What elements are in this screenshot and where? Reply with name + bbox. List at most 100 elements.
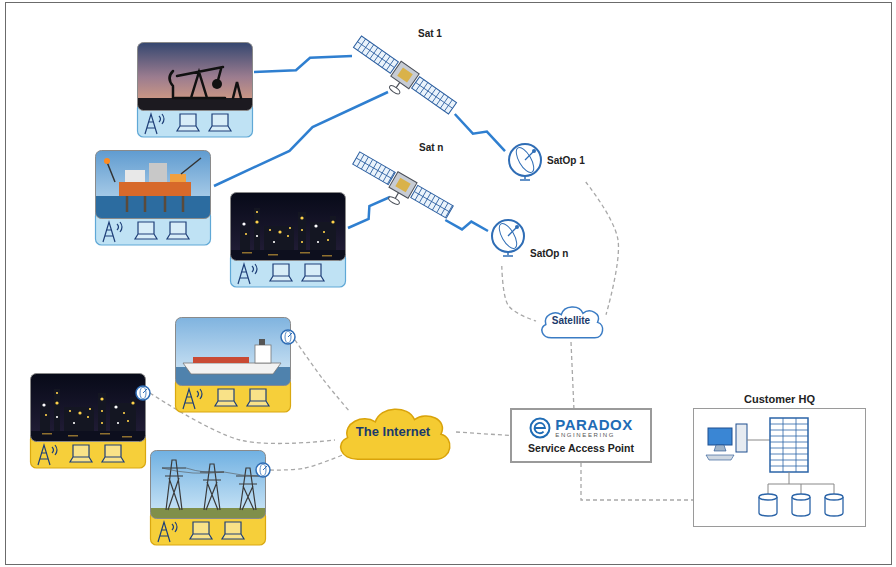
database-top [792,494,810,500]
lan-cable [747,440,770,441]
power-wire [162,468,260,476]
antenna-icon [38,445,57,465]
dish-feed [508,227,517,236]
site-picture [175,317,295,412]
plant-light [131,401,134,404]
laptop-icon [302,264,324,281]
pc-tower [736,424,747,452]
plant-light [78,411,81,414]
database-top [825,494,843,500]
antenna-icon [145,114,164,134]
ground [138,98,253,111]
light-reflection [300,252,310,254]
hq-frame [693,408,866,527]
dish-feed [525,151,534,160]
dish-bowl [260,464,266,476]
counterweight [212,79,222,89]
cloud-label: The Internet [355,425,431,439]
laptop-icon [247,389,269,406]
solar-panel [353,152,396,185]
plant-light [101,422,103,424]
pumpjack [170,67,242,98]
satellite-symbol [345,26,467,114]
cloud-shape [341,409,450,459]
water [231,250,346,261]
access-point-box: PARADOXENGINEERINGService Access Point [510,408,652,463]
site-photo [138,43,253,111]
satellite-label: Sat 1 [418,28,442,40]
photo-frame [231,193,346,261]
plant-light [323,231,325,233]
dish-symbol [256,463,270,477]
plant-light [314,224,317,227]
plant-light [55,401,58,404]
bridge [255,345,271,363]
satellite-antenna-mast [396,82,400,88]
laptop-icon [135,222,157,239]
plant-tower [298,212,306,250]
plant-light [100,397,103,400]
dish-pedestal [520,174,530,180]
plant-tower [264,226,294,250]
photo-frame [31,374,146,442]
logo: PARADOXENGINEERING [529,417,632,439]
light-reflection [122,436,132,438]
laptop-icon [70,445,92,462]
satellite-link [455,114,505,151]
solar-panel [412,77,457,114]
ground-station: SatOp n [488,216,580,266]
panel-cells [411,185,454,218]
plant-tower [254,208,260,250]
plant-tower [130,397,136,431]
radio-link [348,197,390,228]
deck-tanks [193,357,249,363]
sky [176,318,291,386]
panel-cells [353,152,396,185]
light-reflection [100,433,110,435]
solar-panel [411,185,454,218]
access-line [295,340,350,412]
crane [107,158,201,182]
plant-light [56,392,58,394]
logo-symbol [529,417,551,439]
dish-feed-head [515,225,519,229]
panel-cells [412,77,457,114]
dish-feed [143,389,147,393]
funnel [259,339,265,345]
plant-light [300,216,303,219]
ground-station: SatOp 1 [505,138,600,182]
access-line [270,454,345,470]
plant-light [256,211,258,213]
light-reflection [322,255,332,257]
dish [509,144,541,180]
antenna-icon [238,264,257,284]
dish-symbol [136,386,150,400]
dish-pedestal [503,250,513,256]
plant-light [278,230,281,233]
module [170,174,186,182]
solar-panel [353,36,398,73]
site-photo [31,374,146,442]
plant-light [331,220,334,223]
dish-feed [263,466,267,470]
plant-light [317,241,319,243]
dish-bowl [285,331,291,343]
laptop-icon [102,445,124,462]
dish-rim [256,463,270,477]
site-photo [231,193,346,261]
site-photo [96,151,211,219]
panel-cells [353,36,398,73]
rack-grid [770,418,808,472]
dish-rim [136,386,150,400]
module [125,170,145,182]
water [31,431,146,442]
site-picture [30,373,150,468]
pylon [162,460,260,510]
network-link [586,182,619,315]
satellite-label: Sat n [419,142,443,154]
laptop-icon [222,522,244,539]
monitor [708,428,732,445]
sky [96,151,211,219]
